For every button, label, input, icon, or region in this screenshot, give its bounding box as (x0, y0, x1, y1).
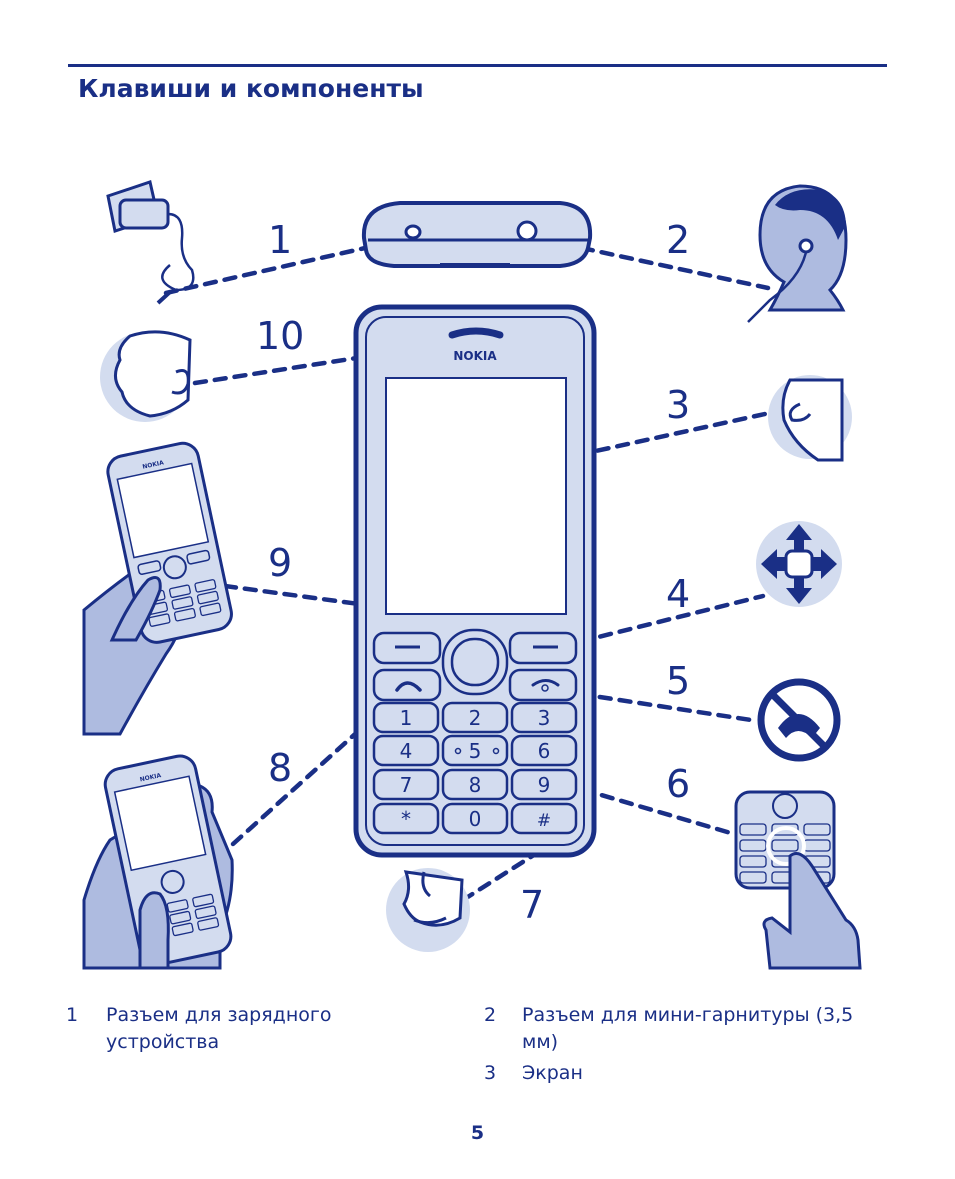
mini-phone-brand-2: NOKIA (139, 772, 162, 783)
keypad-key (372, 734, 440, 767)
end-call-prohibited-icon (757, 678, 841, 762)
keypad-key (510, 701, 578, 734)
legend-left: 1 Разъем для зарядного устройства (66, 1002, 446, 1056)
end-call-icon (531, 679, 560, 687)
mini-phone-brand: NOKIA (142, 459, 165, 470)
keypad-key (510, 768, 578, 801)
charger-port-icon (404, 224, 422, 240)
navigation-arrows-icon (756, 521, 842, 607)
charger-icon (106, 180, 195, 305)
callout-10: 10 (256, 314, 304, 358)
page-number: 5 (470, 1122, 485, 1144)
title-rule (68, 64, 887, 67)
keypad-key (510, 734, 578, 767)
ear-profile-icon (100, 330, 192, 422)
keypad-key-label: # (537, 811, 551, 831)
phone-body: NOKIA 1 2 3 4 5 6 7 8 9 * 0 # (353, 304, 597, 858)
legend-item: 2 Разъем для мини-гарнитуры (3,5 мм) (484, 1002, 894, 1056)
hand-selection-key-icon: NOKIA (82, 441, 233, 736)
keypad: 1 2 3 4 5 6 7 8 9 * 0 # (372, 701, 578, 835)
headset-jack-icon (516, 220, 538, 242)
legend-right: 2 Разъем для мини-гарнитуры (3,5 мм) 3 Э… (484, 1002, 894, 1087)
callout-6: 6 (666, 762, 690, 806)
headset-person-icon (747, 184, 848, 323)
keypad-key-label: 0 (469, 807, 482, 831)
legend-item: 3 Экран (484, 1060, 894, 1087)
callout-5: 5 (666, 659, 690, 703)
keypad-key-label: 6 (538, 739, 551, 763)
legend-text: Разъем для мини-гарнитуры (3,5 мм) (522, 1004, 854, 1053)
keypad-key (441, 768, 509, 801)
legend-number: 1 (66, 1004, 79, 1026)
keypad-key (441, 701, 509, 734)
keypad-key (372, 802, 440, 835)
keypad-key-label: 3 (538, 706, 551, 730)
keypad-key-label: * (401, 807, 411, 831)
legend-text: Экран (522, 1062, 583, 1084)
keypad-key (441, 734, 509, 767)
callout-2: 2 (666, 218, 690, 262)
callout-8: 8 (268, 746, 292, 790)
keypad-key-label: 4 (400, 739, 413, 763)
keypad-key-label: 2 (469, 706, 482, 730)
callout-1: 1 (268, 218, 292, 262)
loudspeaker-ear-icon (768, 375, 852, 462)
callout-9: 9 (268, 541, 292, 585)
callout-numbers: 1 2 3 4 5 6 7 8 9 10 (256, 218, 690, 927)
legend-number: 2 (484, 1004, 497, 1026)
keypad-finger-icon (734, 790, 862, 970)
call-icon (395, 681, 422, 692)
callout-4: 4 (666, 572, 690, 616)
phone-screen (385, 377, 567, 615)
callout-7: 7 (520, 883, 544, 927)
keypad-key (372, 768, 440, 801)
callout-3: 3 (666, 383, 690, 427)
keypad-key-label: 7 (400, 773, 413, 797)
legend-text: Разъем для зарядного устройства (106, 1004, 332, 1053)
keypad-key (441, 802, 509, 835)
keypad-key (372, 701, 440, 734)
call-key (372, 668, 442, 702)
phone-components-illustration: NOKIA 1 2 3 4 5 6 7 8 9 * 0 # 1 2 3 4 5 6 7 8 9 10 (82, 180, 862, 970)
legend-number: 3 (484, 1062, 497, 1084)
keypad-key-label: 9 (538, 773, 551, 797)
keypad-key-label: 5 (469, 739, 482, 763)
keypad-key-label: 8 (469, 773, 482, 797)
legend-item: 1 Разъем для зарядного устройства (66, 1002, 446, 1056)
keypad-key-label: 1 (400, 706, 413, 730)
earpiece-icon (448, 327, 504, 339)
phone-top-edge (361, 201, 593, 268)
hand-call-key-icon: NOKIA (82, 754, 234, 970)
microphone-mouth-icon (386, 868, 470, 952)
phone-brand: NOKIA (453, 349, 497, 363)
keypad-key (510, 802, 578, 835)
page-title: Клавиши и компоненты (78, 74, 424, 103)
